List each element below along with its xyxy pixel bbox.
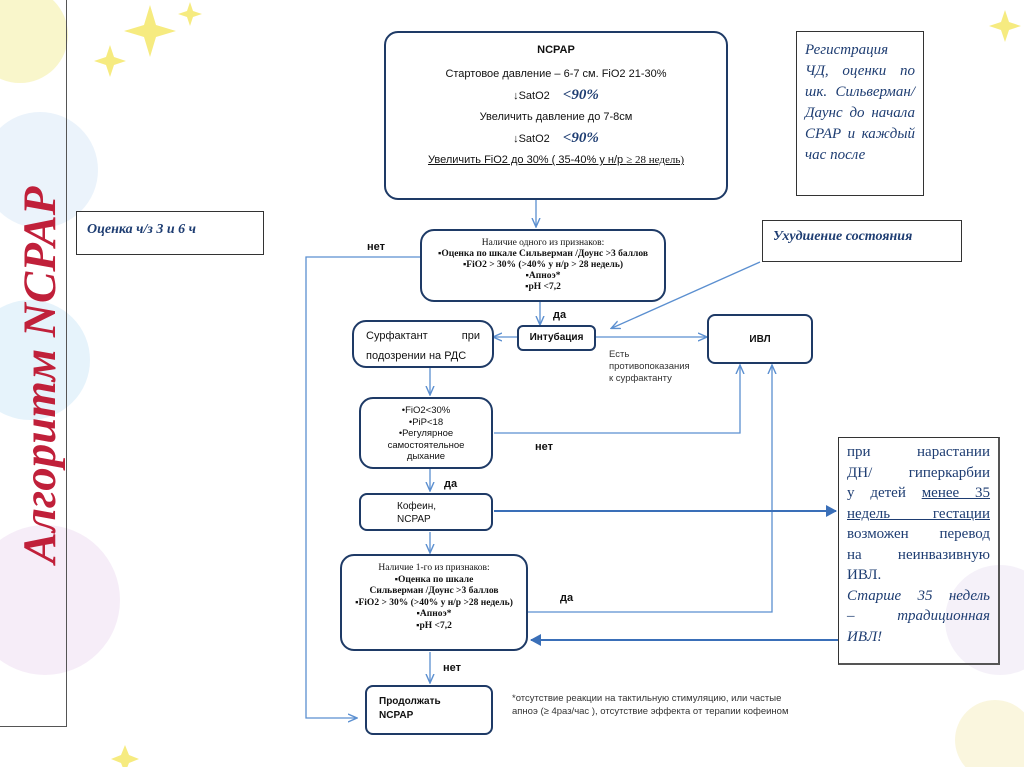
surfactant-text-a: Сурфактант <box>366 330 428 342</box>
criteria-independent: самостоятельное <box>387 439 465 451</box>
signs-item-4: ▪pH <7,2 <box>525 282 561 292</box>
registration-text: Регистрация ЧД, оценки по шк. Сильверман… <box>805 42 915 163</box>
ncpap-increase-pressure: Увеличить давление до 7-8см <box>479 111 633 123</box>
signs2-item-1a: ▪Оценка по шкале <box>394 574 474 585</box>
signs2-item-3: ▪Апноэ* <box>416 609 452 619</box>
signs-title: Наличие одного из признаков: <box>481 238 605 248</box>
ncpap-start-box: NCPAP Стартовое давление – 6-7 см. FiO2 … <box>384 31 728 200</box>
ncpap-start-setting: Стартовое давление – 6-7 см. FiO2 21-30% <box>445 68 667 80</box>
ncpap-sat-label-1: ↓SatO2 <box>513 90 550 102</box>
caffeine-box: Кофеин, NCPAP <box>359 493 493 531</box>
criteria-pip: •PiP<18 <box>408 416 444 428</box>
signs-item-3: ▪Апноэ* <box>525 271 561 281</box>
criteria-box: •FiO2<30% •PiP<18 •Регулярное самостояте… <box>359 397 493 469</box>
ncpap-sat-label-2: ↓SatO2 <box>513 133 550 145</box>
label-no-2: нет <box>535 441 554 453</box>
assessment-text: Оценка ч/з 3 и 6 ч <box>87 222 196 237</box>
label-yes-3: да <box>560 592 574 604</box>
footnote-line-1: *отсутствие реакции на тактильную стимул… <box>512 693 782 704</box>
caffeine-ncpap-text: NCPAP <box>397 514 431 525</box>
signs2-item-2: ▪FiO2 > 30% (>40% у н/р >28 недель) <box>355 597 513 608</box>
signs-box-2: Наличие 1-го из признаков: ▪Оценка по шк… <box>340 554 528 651</box>
noninvasive-note-box: при нарастании ДН/ гиперкарбии у детей м… <box>838 437 1000 665</box>
intubation-box: Интубация <box>517 325 596 351</box>
signs-item-1: ▪Оценка по шкале Сильверман /Доунс >3 ба… <box>437 249 649 259</box>
label-yes-1: да <box>553 309 567 321</box>
ncpap-title: NCPAP <box>537 44 575 56</box>
label-no-3: нет <box>443 662 462 674</box>
ivl-text: ИВЛ <box>749 334 771 345</box>
arrow-criteria-no-to-ivl <box>494 366 740 434</box>
arrow-deterioration-to-intubation <box>612 261 761 328</box>
surfactant-text-c: подозрении на РДС <box>366 350 467 362</box>
ncpap-sat-threshold-1: <90% <box>562 87 599 103</box>
signs-item-2: ▪FiO2 > 30% (>40% у н/р > 28 недель) <box>462 260 624 270</box>
continue-text: Продолжать <box>379 696 441 707</box>
ncpap-increase-fio2: Увеличить FiO2 до 30% ( 35-40% у н/р ≥ 2… <box>427 154 685 166</box>
title-panel <box>0 0 67 727</box>
arrow-signs2-yes-to-ivl <box>528 366 772 613</box>
deterioration-box: Ухудшение состояния <box>762 220 962 262</box>
arrow-signs-no-to-continue <box>305 256 420 718</box>
signs-box: Наличие одного из признаков: ▪Оценка по … <box>420 229 666 302</box>
continue-box: Продолжать NCPAP <box>365 685 493 735</box>
footnote: *отсутствие реакции на тактильную стимул… <box>512 693 788 718</box>
surfactant-text-b: при <box>461 330 480 342</box>
signs2-title: Наличие 1-го из признаков: <box>378 563 490 573</box>
label-no-1: нет <box>367 241 386 253</box>
footnote-line-2: апноэ (≥ 4раз/час ), отсутствие эффекта … <box>512 705 789 717</box>
assessment-box: Оценка ч/з 3 и 6 ч <box>76 211 264 255</box>
registration-box: Регистрация ЧД, оценки по шк. Сильверман… <box>796 31 924 196</box>
criteria-fio2: •FiO2<30% <box>401 405 451 416</box>
continue-ncpap-text: NCPAP <box>379 710 414 721</box>
ivl-box: ИВЛ <box>707 314 813 364</box>
label-yes-2: да <box>444 478 458 490</box>
signs2-item-1b: Сильверман /Доунс >3 баллов <box>369 586 499 596</box>
criteria-breathing: дыхание <box>406 451 446 462</box>
caffeine-text: Кофеин, <box>397 501 437 512</box>
deterioration-text: Ухудшение состояния <box>773 229 913 244</box>
signs2-item-4: ▪pH <7,2 <box>416 620 452 631</box>
ncpap-sat-threshold-2: <90% <box>562 130 599 146</box>
intubation-text: Интубация <box>529 332 584 343</box>
criteria-regular: •Регулярное <box>398 428 454 439</box>
contraindication-note: Есть противопоказания к сурфактанту <box>609 349 690 384</box>
surfactant-box: Сурфактант при подозрении на РДС <box>352 320 494 368</box>
